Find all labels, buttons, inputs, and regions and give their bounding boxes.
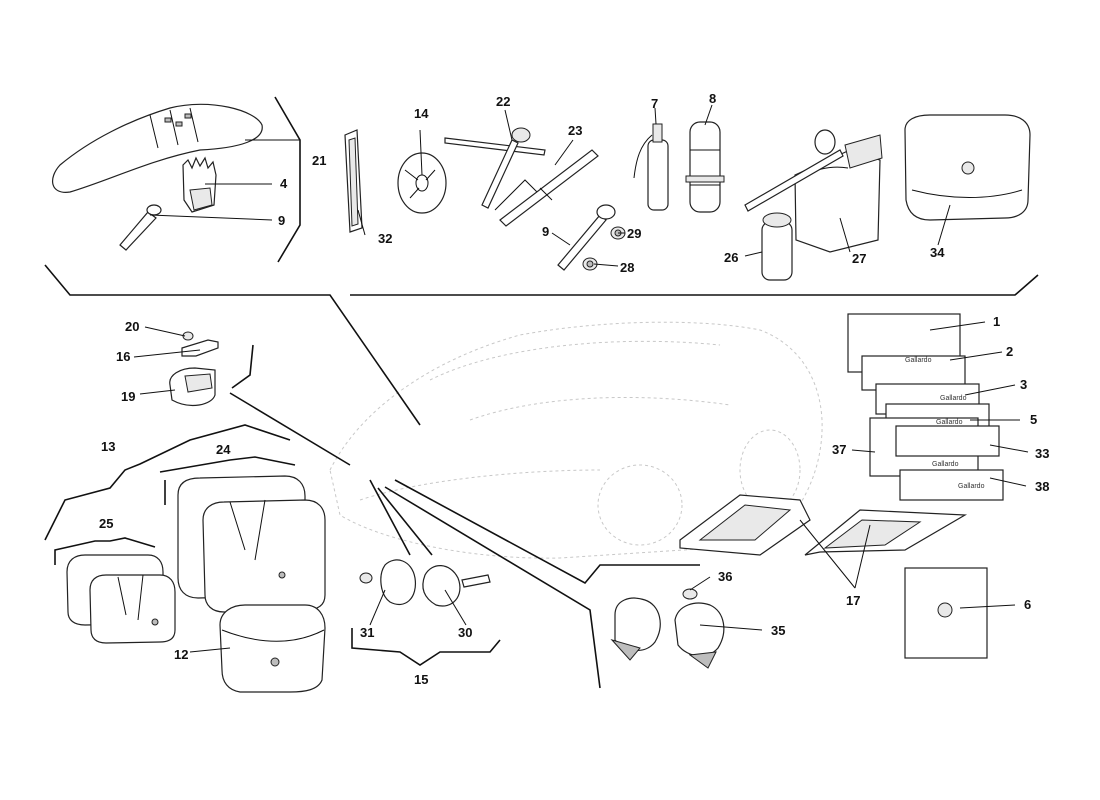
callout-33: 33 <box>1035 446 1049 461</box>
callout-19: 19 <box>121 389 135 404</box>
accessory-frame <box>44 96 1039 466</box>
callout-15: 15 <box>414 672 428 687</box>
bag-part-34 <box>904 114 1031 221</box>
tyre-kit-part <box>744 129 883 253</box>
jack-handle-part <box>499 149 599 227</box>
floor-mats-part <box>679 494 968 556</box>
callout-9-left: 9 <box>278 213 285 228</box>
manual-5-title: Gallardo <box>936 419 963 426</box>
suitcase-part-25 <box>66 554 176 644</box>
horn-frame <box>351 479 501 666</box>
callout-34: 34 <box>930 245 945 260</box>
callout-labels: 21 4 9 32 14 22 23 9 29 28 7 8 26 27 34 … <box>99 91 1049 687</box>
callout-13: 13 <box>101 439 115 454</box>
callout-9-right: 9 <box>542 224 549 239</box>
callout-6: 6 <box>1024 597 1031 612</box>
callout-26: 26 <box>724 250 738 265</box>
manual-3-title: Gallardo <box>940 395 967 402</box>
bottle-part <box>633 123 669 211</box>
callout-2: 2 <box>1006 344 1013 359</box>
horn-part-30 <box>422 565 491 607</box>
callout-25: 25 <box>99 516 113 531</box>
horn-part-31 <box>359 559 417 606</box>
callout-21: 21 <box>312 153 326 168</box>
wrench-part-right <box>557 204 616 271</box>
callout-7: 7 <box>651 96 658 111</box>
callout-29: 29 <box>627 226 641 241</box>
callout-17: 17 <box>846 593 860 608</box>
callout-30: 30 <box>458 625 472 640</box>
callout-27: 27 <box>852 251 866 266</box>
callout-20: 20 <box>125 319 139 334</box>
callout-5: 5 <box>1030 412 1037 427</box>
callout-31: 31 <box>360 625 374 640</box>
jack-part <box>444 127 546 211</box>
luggage-frame <box>44 424 296 565</box>
manuals-stack: Gallardo Gallardo Gallardo Gallardo Gall… <box>847 313 1004 501</box>
callout-36: 36 <box>718 569 732 584</box>
callout-22: 22 <box>496 94 510 109</box>
manual-1-title: Gallardo <box>905 357 932 364</box>
pouch-part-12 <box>219 604 326 693</box>
tool-roll-part <box>52 103 263 193</box>
callout-1: 1 <box>993 314 1000 329</box>
callout-14: 14 <box>414 106 429 121</box>
wrench-part-left <box>119 204 162 251</box>
bracket-part-16 <box>181 331 219 357</box>
callout-4: 4 <box>280 176 288 191</box>
car-outline <box>329 321 823 559</box>
horn-frame-right <box>384 479 700 689</box>
horn-part-35 <box>610 588 725 669</box>
callout-12: 12 <box>174 647 188 662</box>
manual-37-title: Gallardo <box>932 461 959 468</box>
leader-lines <box>133 104 1029 653</box>
callout-37: 37 <box>832 442 846 457</box>
strap-part <box>344 129 363 233</box>
callout-28: 28 <box>620 260 634 275</box>
callout-16: 16 <box>116 349 130 364</box>
fitting-part-28 <box>582 257 598 271</box>
callout-24: 24 <box>216 442 231 457</box>
suitcase-part-24 <box>177 475 326 613</box>
manual-38-title: Gallardo <box>958 483 985 490</box>
gloves-part <box>182 156 217 213</box>
callout-35: 35 <box>771 623 785 638</box>
canister-part <box>761 212 793 281</box>
compressor-part <box>685 121 725 213</box>
cd-disc-part <box>397 152 447 214</box>
callout-23: 23 <box>568 123 582 138</box>
callout-3: 3 <box>1020 377 1027 392</box>
module-part-19 <box>169 367 216 407</box>
callout-32: 32 <box>378 231 392 246</box>
callout-8: 8 <box>709 91 716 106</box>
callout-38: 38 <box>1035 479 1049 494</box>
book-part-6 <box>904 567 988 659</box>
